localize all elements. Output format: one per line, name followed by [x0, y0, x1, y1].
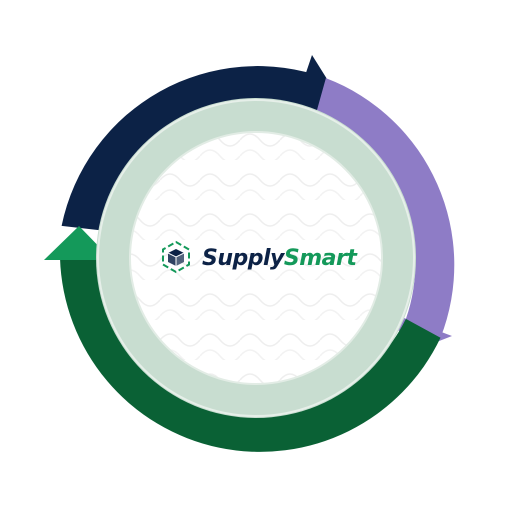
dark-green-arc: [60, 258, 441, 452]
purple-arc: [315, 78, 455, 338]
navy-arc: [61, 66, 326, 231]
center-disc-border: [129, 131, 383, 385]
package-cube-icon: [162, 240, 190, 274]
center-pattern: [130, 132, 382, 384]
brand-name-part2: Smart: [284, 246, 358, 271]
brand-wordmark: SupplySmart: [202, 246, 358, 271]
green-arrowhead: [44, 226, 112, 260]
brand-name-part1: Supply: [202, 246, 286, 271]
inner-ring-border: [97, 99, 415, 417]
